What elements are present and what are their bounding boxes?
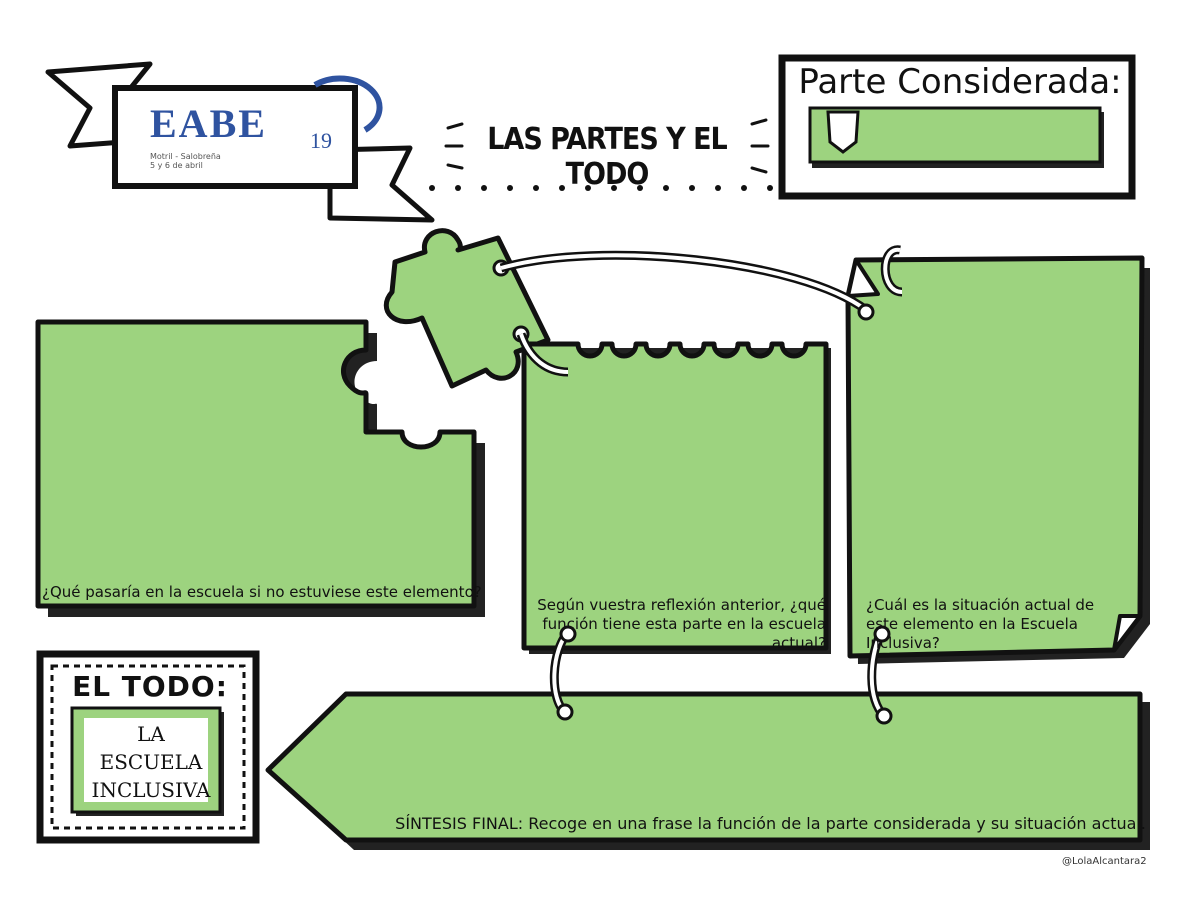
- question-2: Según vuestra reflexión anterior, ¿qué f…: [537, 596, 826, 652]
- title-decoration: [444, 118, 770, 174]
- escuela-line-3: INCLUSIVA: [91, 778, 211, 802]
- dotted-line: [429, 185, 773, 191]
- el-todo-box: [36, 650, 260, 844]
- logo-number: 19: [310, 128, 332, 153]
- logo-name: EABE: [150, 101, 267, 146]
- parte-considerada-box: [778, 54, 1136, 200]
- page-title: LAS PARTES Y EL TODO: [487, 122, 728, 192]
- logo-caption: Motril - Salobreña 5 y 6 de abril: [150, 152, 221, 170]
- escuela-line-1: LA: [137, 722, 165, 746]
- parte-considerada-label: Parte Considerada:: [798, 62, 1122, 102]
- box-3-shape: [845, 255, 1150, 664]
- el-todo-label: EL TODO:: [72, 670, 228, 703]
- synthesis-prompt: SÍNTESIS FINAL: Recoge en una frase la f…: [395, 814, 1146, 833]
- escuela-line-2: ESCUELA: [99, 750, 203, 774]
- logo-caption-line2: 5 y 6 de abril: [150, 161, 203, 170]
- logo-ribbon: [45, 61, 435, 223]
- logo-caption-line1: Motril - Salobreña: [150, 152, 221, 161]
- box-1-shape: [35, 319, 485, 617]
- escuela-inclusiva-text: LA ESCUELA INCLUSIVA: [82, 720, 220, 804]
- ring-holes: [556, 303, 893, 725]
- box-2-shape: [521, 341, 831, 654]
- question-3: ¿Cuál es la situación actual de este ele…: [866, 596, 1095, 652]
- author-credit: @LolaAlcantara2: [1062, 856, 1147, 867]
- question-1: ¿Qué pasaría en la escuela si no estuvie…: [42, 583, 482, 601]
- arrow-banner-shape: [265, 691, 1150, 850]
